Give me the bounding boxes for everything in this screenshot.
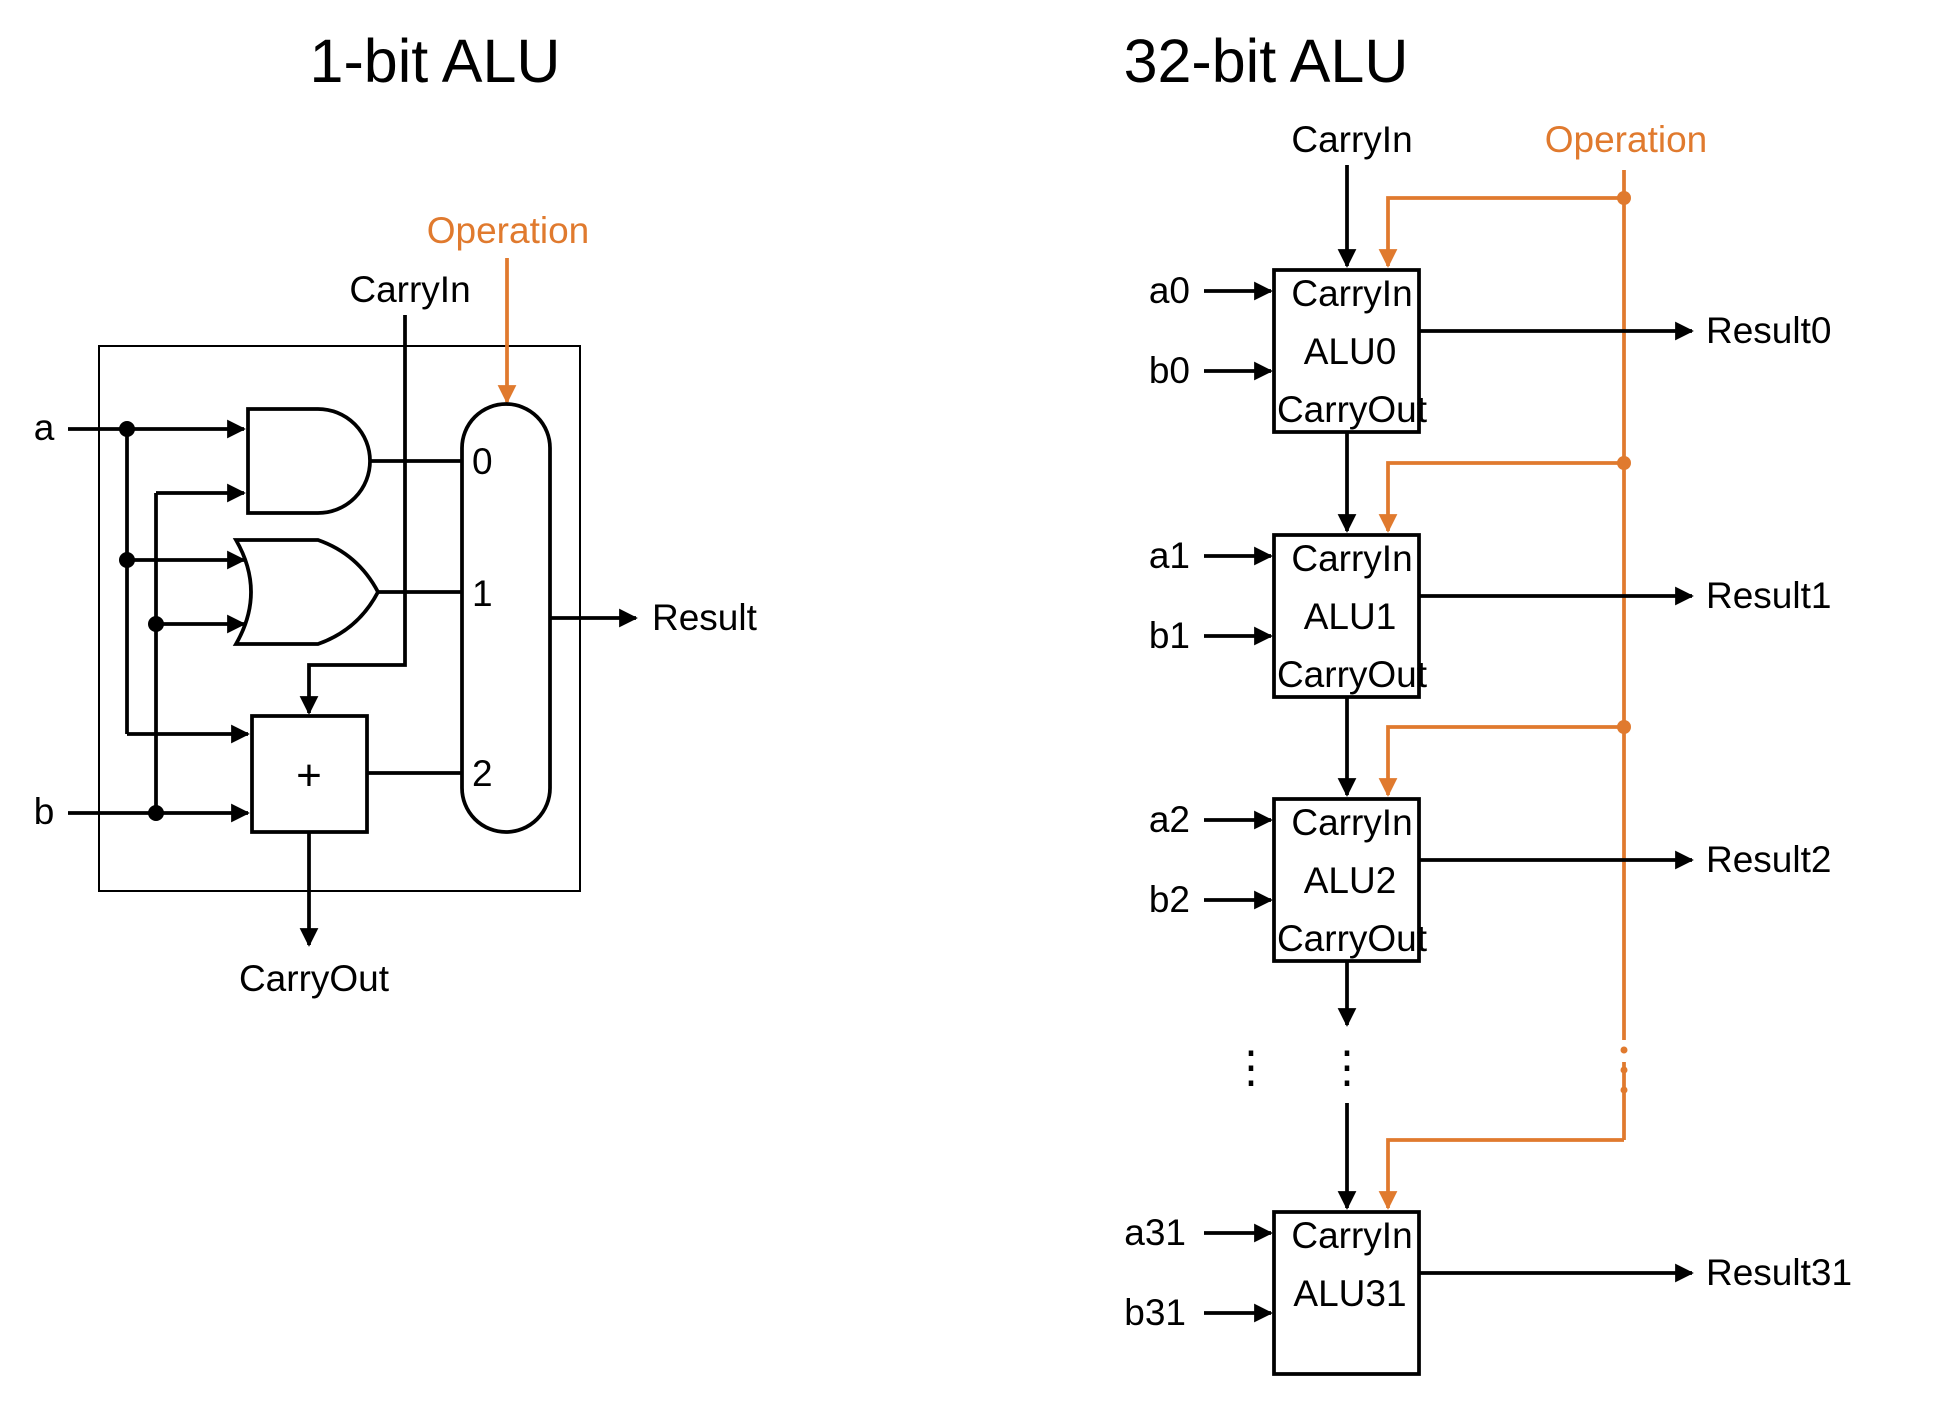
alu-carry-in: CarryIn bbox=[1291, 802, 1412, 843]
alu-input-b: b31 bbox=[1124, 1292, 1186, 1333]
mux-input-0: 0 bbox=[472, 441, 493, 482]
operation-tap-alu0 bbox=[1378, 196, 1624, 268]
alu-carry-out: CarryOut bbox=[1277, 918, 1428, 959]
alu-block-1: CarryIn ALU1 CarryOut a1 b1 Result1 bbox=[1149, 533, 1831, 699]
operation-dot bbox=[1620, 1086, 1628, 1094]
operation-junction-dot bbox=[1617, 191, 1631, 205]
alu-input-b: b2 bbox=[1149, 879, 1190, 920]
operation-dot bbox=[1620, 1046, 1628, 1054]
mux-input-1: 1 bbox=[472, 573, 493, 614]
carry-in-label: CarryIn bbox=[1291, 119, 1412, 160]
alu-carry-in: CarryIn bbox=[1291, 273, 1412, 314]
operation-tap-alu31 bbox=[1378, 1138, 1624, 1210]
alu-name: ALU1 bbox=[1304, 596, 1397, 637]
thirty-two-bit-alu: 32-bit ALU CarryIn Operation ⋮ ⋮ CarryIn… bbox=[1124, 27, 1852, 1376]
carry-ellipsis: ⋮ bbox=[1325, 1043, 1369, 1092]
alu-input-b: b0 bbox=[1149, 350, 1190, 391]
operation-tap-alu1 bbox=[1378, 461, 1624, 533]
alu-block-31: CarryIn ALU31 a31 b31 Result31 bbox=[1124, 1210, 1852, 1376]
input-a-label: a bbox=[34, 407, 55, 448]
or-gate bbox=[232, 538, 381, 646]
mux-input-2: 2 bbox=[472, 753, 493, 794]
operation-tap-alu2 bbox=[1378, 725, 1624, 797]
input-ellipsis: ⋮ bbox=[1229, 1043, 1273, 1092]
operation-dot bbox=[1620, 1066, 1628, 1074]
junction-dot bbox=[119, 552, 135, 568]
and-gate bbox=[246, 407, 372, 515]
alu-carry-out: CarryOut bbox=[1277, 389, 1428, 430]
alu-input-a: a0 bbox=[1149, 270, 1190, 311]
alu-name: ALU2 bbox=[1304, 860, 1397, 901]
alu-input-b: b1 bbox=[1149, 615, 1190, 656]
operation-junction-dot bbox=[1617, 456, 1631, 470]
alu-carry-in: CarryIn bbox=[1291, 538, 1412, 579]
alu-result-label: Result0 bbox=[1706, 310, 1831, 351]
operation-junction-dot bbox=[1617, 720, 1631, 734]
alu-input-a: a31 bbox=[1124, 1212, 1186, 1253]
adder-symbol: + bbox=[296, 751, 322, 800]
thirty-two-bit-alu-title: 32-bit ALU bbox=[1124, 27, 1409, 95]
alu-result-label: Result1 bbox=[1706, 575, 1831, 616]
alu-result-label: Result31 bbox=[1706, 1252, 1852, 1293]
alu-block-2: CarryIn ALU2 CarryOut a2 b2 Result2 bbox=[1149, 797, 1831, 963]
operation-label: Operation bbox=[427, 210, 590, 251]
alu-box bbox=[1272, 797, 1421, 963]
input-b-label: b bbox=[34, 791, 55, 832]
adder-box bbox=[250, 714, 369, 834]
junction-dot bbox=[119, 421, 135, 437]
alu-input-a: a1 bbox=[1149, 535, 1190, 576]
one-bit-alu-title: 1-bit ALU bbox=[310, 27, 561, 95]
alu-carry-in: CarryIn bbox=[1291, 1215, 1412, 1256]
operation-label: Operation bbox=[1545, 119, 1708, 160]
result-label: Result bbox=[652, 597, 758, 638]
junction-dot bbox=[148, 805, 164, 821]
one-bit-alu: 1-bit ALU Operation CarryIn a b Result C… bbox=[34, 27, 758, 999]
alu-block-0: CarryIn ALU0 CarryOut a0 b0 Result0 bbox=[1149, 268, 1831, 434]
carry-in-label: CarryIn bbox=[349, 269, 470, 310]
alu-box bbox=[1272, 268, 1421, 434]
alu-result-label: Result2 bbox=[1706, 839, 1831, 880]
junction-dot bbox=[148, 616, 164, 632]
alu-name: ALU31 bbox=[1293, 1273, 1406, 1314]
alu-carry-out: CarryOut bbox=[1277, 654, 1428, 695]
alu-box bbox=[1272, 533, 1421, 699]
alu-box bbox=[1272, 1210, 1421, 1376]
carry-in-wire bbox=[299, 315, 407, 715]
carry-out-label: CarryOut bbox=[239, 958, 390, 999]
alu-name: ALU0 bbox=[1304, 331, 1397, 372]
alu-input-a: a2 bbox=[1149, 799, 1190, 840]
